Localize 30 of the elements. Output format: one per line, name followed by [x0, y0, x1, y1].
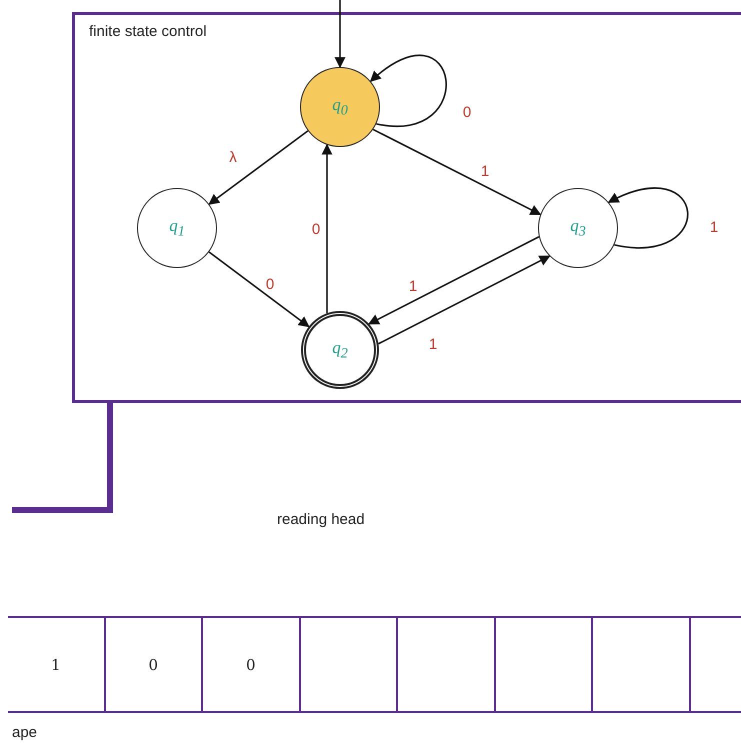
transition-arrow [208, 251, 310, 328]
tape-cell [300, 616, 398, 713]
transition-arrow [208, 130, 308, 205]
self-loop-arrow [608, 187, 688, 249]
tape-symbol: 0 [246, 656, 256, 674]
tape-cell [496, 616, 593, 713]
tape-cell [203, 616, 300, 713]
reading-head-line [12, 402, 113, 513]
transition-arrow [372, 128, 542, 216]
panel-title: finite state control [89, 23, 207, 40]
tape-label: ape [12, 724, 38, 741]
state-label: q$_{2}$ [332, 338, 348, 362]
transition-arrow [322, 144, 332, 314]
state-label: q$_{1}$ [169, 216, 185, 240]
tape-symbol: 0 [148, 656, 158, 674]
tape-cell [8, 616, 106, 713]
state-label: q$_{0}$ [332, 94, 348, 120]
tape-cell [398, 616, 496, 713]
tape-cell [593, 616, 690, 713]
state-label: q$_{3}$ [570, 216, 586, 240]
tape-cell [690, 616, 741, 713]
tape-symbol: 1 [50, 656, 61, 674]
transition-arrow [334, 0, 346, 68]
reading-head-label: reading head [277, 511, 365, 528]
self-loop-arrow [370, 54, 447, 127]
transition-arrow [368, 236, 540, 325]
tape-cell [106, 616, 203, 713]
edge-label: 0 [264, 277, 276, 293]
control-panel [72, 12, 741, 403]
transition-arrow [378, 255, 550, 344]
